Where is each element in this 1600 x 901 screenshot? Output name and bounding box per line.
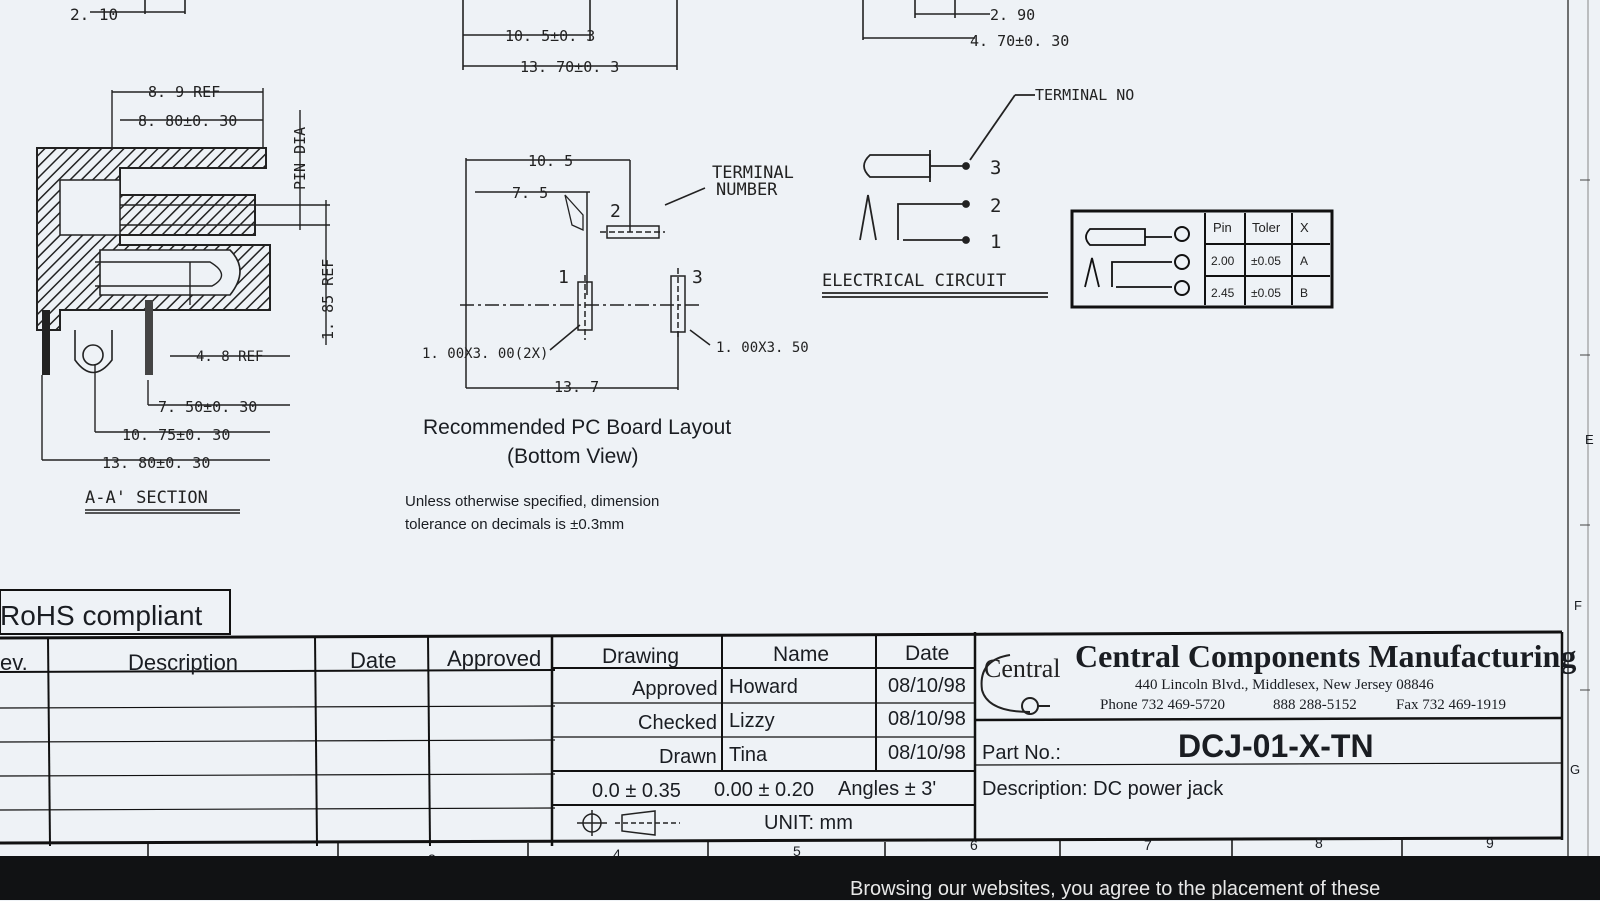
title-block-frame [0, 589, 1564, 856]
date-header: Date [350, 648, 397, 673]
electrical-circuit-title: ELECTRICAL CIRCUIT [822, 271, 1006, 291]
section-view-drawing [36, 88, 330, 514]
company-logo-mark [980, 654, 1050, 715]
drawn-date: 08/10/98 [888, 742, 966, 764]
pcb-caption-bottom-view: (Bottom View) [507, 445, 639, 468]
rev-header: ev. [0, 650, 28, 675]
top-partial-view [90, 0, 990, 70]
company-logo-text: Central [984, 654, 1061, 683]
terminal-label-1: TERMINAL [712, 163, 794, 183]
pin-table-cell: 2.00 [1211, 254, 1235, 268]
section-title: A-A' SECTION [85, 488, 208, 508]
pcb-pin-1: 1 [558, 267, 569, 288]
tolerance-2: 0.00 ± 0.20 [714, 779, 814, 801]
dim-4-8-ref: 4. 8 REF [196, 349, 263, 365]
dim-8-9-ref: 8. 9 REF [148, 83, 220, 101]
hole-right-dim: 1. 00X3. 50 [716, 340, 809, 356]
pcb-dim-13-7: 13. 7 [554, 378, 599, 396]
pin-dia-label: PIN DIA [291, 127, 309, 190]
pin-table-header-pin: Pin [1213, 220, 1232, 235]
zone-number: 9 [1486, 835, 1494, 851]
dim-1-85-ref: 1. 85 REF [319, 259, 337, 340]
zone-letter: F [1574, 598, 1582, 613]
approved-role: Approved [632, 678, 718, 700]
company-address: 440 Lincoln Blvd., Middlesex, New Jersey… [1135, 677, 1434, 693]
pin-table-header-x: X [1300, 220, 1309, 235]
company-tollfree: 888 288-5152 [1273, 697, 1357, 713]
dim-2-10: 2. 10 [70, 5, 118, 24]
checked-name: Lizzy [729, 710, 775, 732]
terminal-no-label: TERMINAL NO [1035, 86, 1134, 104]
pin-table-frame [1070, 209, 1334, 309]
terminal-label-2: NUMBER [716, 180, 778, 200]
zone-number: 6 [970, 837, 978, 853]
rohs-label: RoHS compliant [0, 600, 203, 631]
description-header: Description [128, 650, 239, 675]
pin-table-cell: ±0.05 [1251, 286, 1281, 300]
company-fax: Fax 732 469-1919 [1396, 697, 1506, 713]
part-no-label: Part No.: [982, 742, 1061, 764]
approved-date: 08/10/98 [888, 675, 966, 697]
zone-letter: G [1570, 762, 1581, 777]
company-phone: Phone 732 469-5720 [1100, 697, 1225, 713]
circuit-terminal-3: 3 [990, 157, 1001, 179]
drawn-name: Tina [729, 744, 768, 766]
pcb-layout-drawing [460, 158, 711, 390]
projection-symbol-icon [577, 810, 680, 836]
circuit-terminal-1: 1 [990, 231, 1001, 253]
pin-table-header-toler: Toler [1252, 220, 1281, 235]
dim-8-80: 8. 80±0. 30 [138, 112, 237, 130]
dim-2-90: 2. 90 [990, 6, 1035, 24]
dim-13-80: 13. 80±0. 30 [102, 454, 210, 472]
electrical-circuit-drawing [822, 94, 1048, 298]
cookie-notice-text: Browsing our websites, you agree to the … [850, 878, 1381, 900]
approval-date-header: Date [905, 642, 950, 665]
screen-bottom-bar [0, 856, 1600, 900]
name-header: Name [773, 643, 830, 666]
pcb-pin-3: 3 [692, 267, 703, 288]
company-name: Central Components Manufacturing [1075, 638, 1577, 674]
part-description: Description: DC power jack [982, 778, 1224, 800]
approved-name: Howard [729, 676, 798, 698]
dim-10-5-top: 10. 5±0. 3 [505, 27, 595, 45]
dim-13-70-top: 13. 70±0. 3 [520, 58, 619, 76]
part-number: DCJ-01-X-TN [1178, 728, 1374, 764]
approved-header: Approved [447, 646, 542, 671]
unit-label: UNIT: mm [764, 812, 853, 834]
drawing-header: Drawing [602, 645, 680, 668]
tolerance-1: 0.0 ± 0.35 [592, 780, 681, 802]
pin-table-cell: B [1300, 286, 1308, 300]
pin-table-cell: ±0.05 [1251, 254, 1281, 268]
zone-number: 4 [613, 846, 621, 862]
zone-number: 7 [1144, 837, 1152, 853]
tolerance-note-2: tolerance on decimals is ±0.3mm [405, 516, 625, 533]
drawn-role: Drawn [659, 746, 717, 768]
hole-left-dim: 1. 00X3. 00(2X) [422, 346, 548, 362]
dim-10-75: 10. 75±0. 30 [122, 426, 230, 444]
pin-table-cell: 2.45 [1211, 286, 1235, 300]
tolerance-note-1: Unless otherwise specified, dimension [405, 493, 660, 510]
pin-table-cell: A [1300, 254, 1308, 268]
pcb-pin-2: 2 [610, 201, 621, 222]
checked-role: Checked [638, 712, 717, 734]
pcb-caption: Recommended PC Board Layout [423, 416, 732, 439]
circuit-terminal-2: 2 [990, 195, 1001, 217]
zone-number: 5 [793, 843, 801, 859]
zone-letter: E [1585, 432, 1594, 447]
pcb-dim-7-5: 7. 5 [512, 184, 548, 202]
checked-date: 08/10/98 [888, 708, 966, 730]
dim-7-50: 7. 50±0. 30 [158, 398, 257, 416]
angles-tolerance: Angles ± 3' [838, 778, 937, 800]
zone-number: 8 [1315, 835, 1323, 851]
dim-4-70: 4. 70±0. 30 [970, 32, 1069, 50]
pcb-dim-10-5: 10. 5 [528, 152, 573, 170]
